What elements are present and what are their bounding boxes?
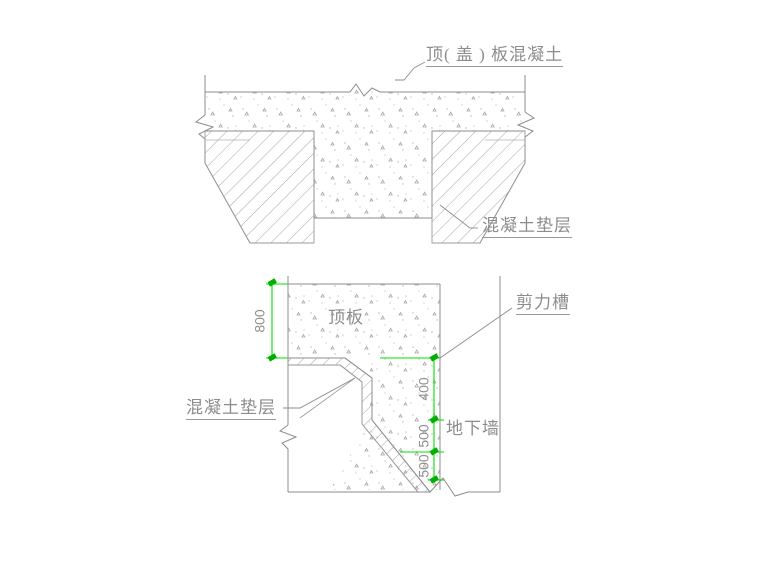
annotation-top-slab: 顶板 bbox=[328, 308, 364, 327]
annotation-top-slab-concrete: 顶( 盖 ) 板混凝土 bbox=[426, 40, 564, 67]
annotation-shear-key: 剪力槽 bbox=[516, 288, 570, 315]
dimension-key-upper-value: 400 bbox=[415, 377, 432, 401]
annotation-concrete-cushion-lower: 混凝土垫层 bbox=[186, 393, 276, 420]
dimension-tick-marks bbox=[267, 278, 439, 484]
lower-detail-geometry bbox=[278, 276, 513, 497]
dimension-slab-thickness-value: 800 bbox=[251, 309, 268, 333]
dimension-key-lower-value: 500 bbox=[415, 454, 432, 478]
dimension-key-middle-value: 500 bbox=[415, 424, 432, 448]
annotation-underground-wall: 地下墙 bbox=[446, 419, 500, 438]
upper-detail-geometry bbox=[194, 61, 536, 244]
annotation-concrete-cushion-upper: 混凝土垫层 bbox=[482, 211, 572, 238]
